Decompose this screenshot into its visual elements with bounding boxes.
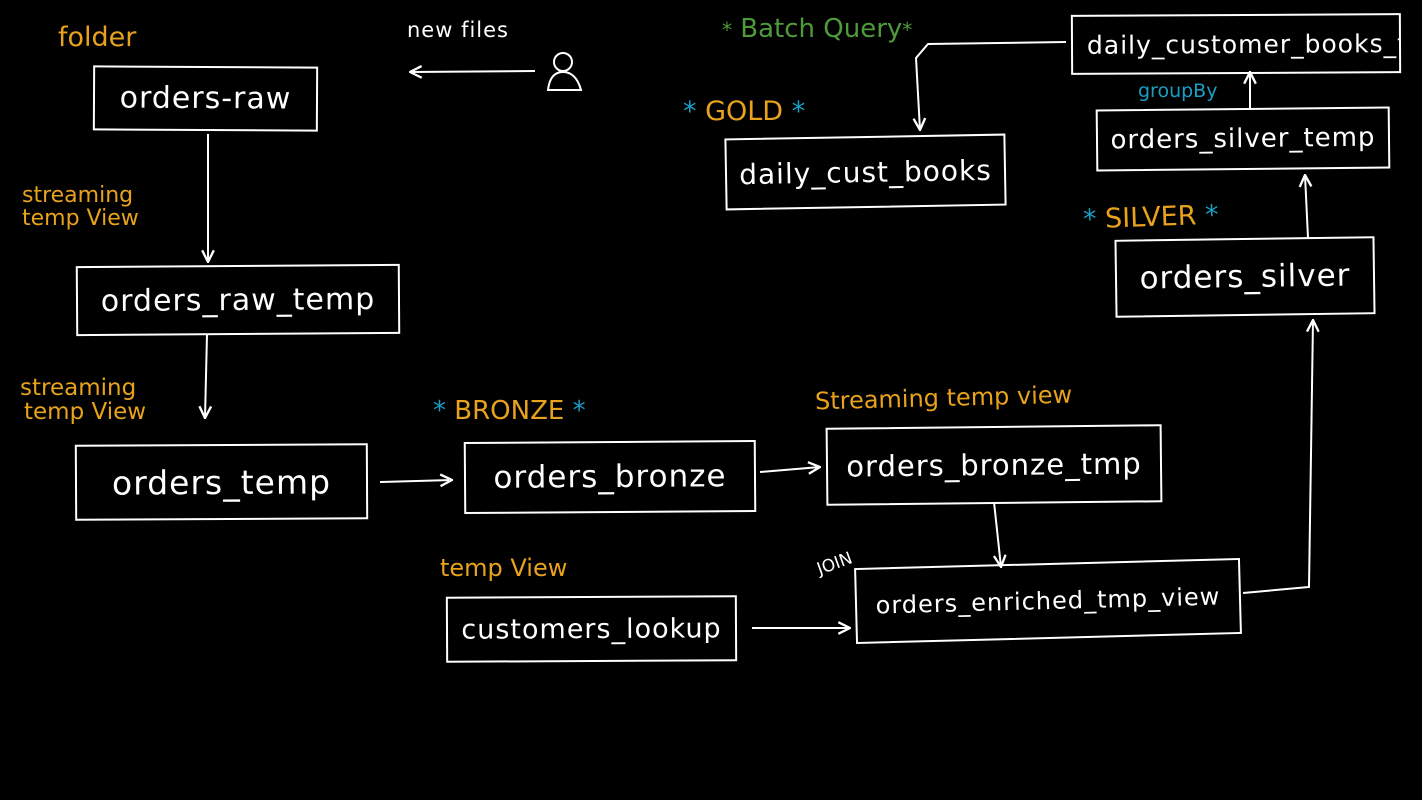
edge-bronze-tmp-to-enriched [994, 501, 1001, 567]
edge-bronze-to-bronze-tmp [759, 467, 820, 472]
node-daily-customer-books-tmp: daily_customer_books_tmp [1070, 13, 1402, 75]
label-gold: GOLD [705, 96, 784, 127]
edge-daily-customer-books-to-daily-cust-books [916, 41, 1067, 130]
edge-silver-to-silver-temp [1305, 175, 1308, 239]
label-gold-group: * GOLD * [683, 96, 806, 127]
label-streaming-temp-view-1-line-2: temp View [22, 206, 139, 232]
node-orders-bronze-tmp: orders_bronze_tmp [825, 424, 1163, 506]
node-orders-silver: orders_silver [1114, 236, 1376, 318]
edge-raw-temp-to-orders-temp [205, 333, 207, 418]
label-folder: folder [58, 22, 137, 53]
node-customers-lookup: customers_lookup [445, 595, 738, 663]
asterisk-icon: * [572, 396, 586, 426]
label-streaming-temp-view-2-line-2: temp View [24, 399, 147, 426]
node-orders-silver-temp: orders_silver_temp [1095, 106, 1391, 172]
asterisk-icon: * [722, 18, 732, 42]
label-bronze-group: * BRONZE * [433, 396, 586, 426]
node-orders-raw-temp: orders_raw_temp [75, 263, 401, 337]
asterisk-icon: * [433, 396, 446, 426]
asterisk-icon: * [791, 96, 806, 127]
label-silver-group: * SILVER * [1082, 199, 1220, 236]
asterisk-icon: * [1204, 199, 1220, 232]
edge-user-to-orders-raw [410, 71, 536, 72]
asterisk-icon: * [1082, 203, 1098, 236]
node-daily-cust-books: daily_cust_books [724, 133, 1007, 211]
node-orders-temp: orders_temp [74, 443, 369, 521]
label-silver: SILVER [1104, 200, 1198, 235]
label-streaming-temp-view-2: streaming temp View [20, 376, 146, 424]
node-orders-raw: orders-raw [92, 65, 319, 132]
asterisk-icon: * [683, 96, 697, 127]
label-temp-view: temp View [440, 554, 568, 582]
node-orders-enriched-tmp-view: orders_enriched_tmp_view [854, 557, 1242, 645]
edge-enriched-to-silver [1242, 320, 1313, 594]
label-new-files: new files [407, 18, 510, 42]
edge-orders-temp-to-bronze [379, 480, 452, 482]
user-icon [546, 52, 583, 91]
label-batch-query: Batch Query [740, 14, 903, 44]
label-streaming-temp-view-1-line-1: streaming [22, 183, 134, 208]
node-orders-bronze: orders_bronze [463, 439, 757, 515]
label-batch-query-group: * Batch Query* [722, 14, 913, 44]
label-group-by: groupBy [1138, 80, 1218, 102]
asterisk-icon: * [902, 18, 913, 42]
label-streaming-temp-view-1: streaming temp View [22, 184, 139, 230]
label-bronze: BRONZE [454, 396, 565, 426]
label-streaming-temp-view-2-line-1: streaming [20, 375, 137, 401]
